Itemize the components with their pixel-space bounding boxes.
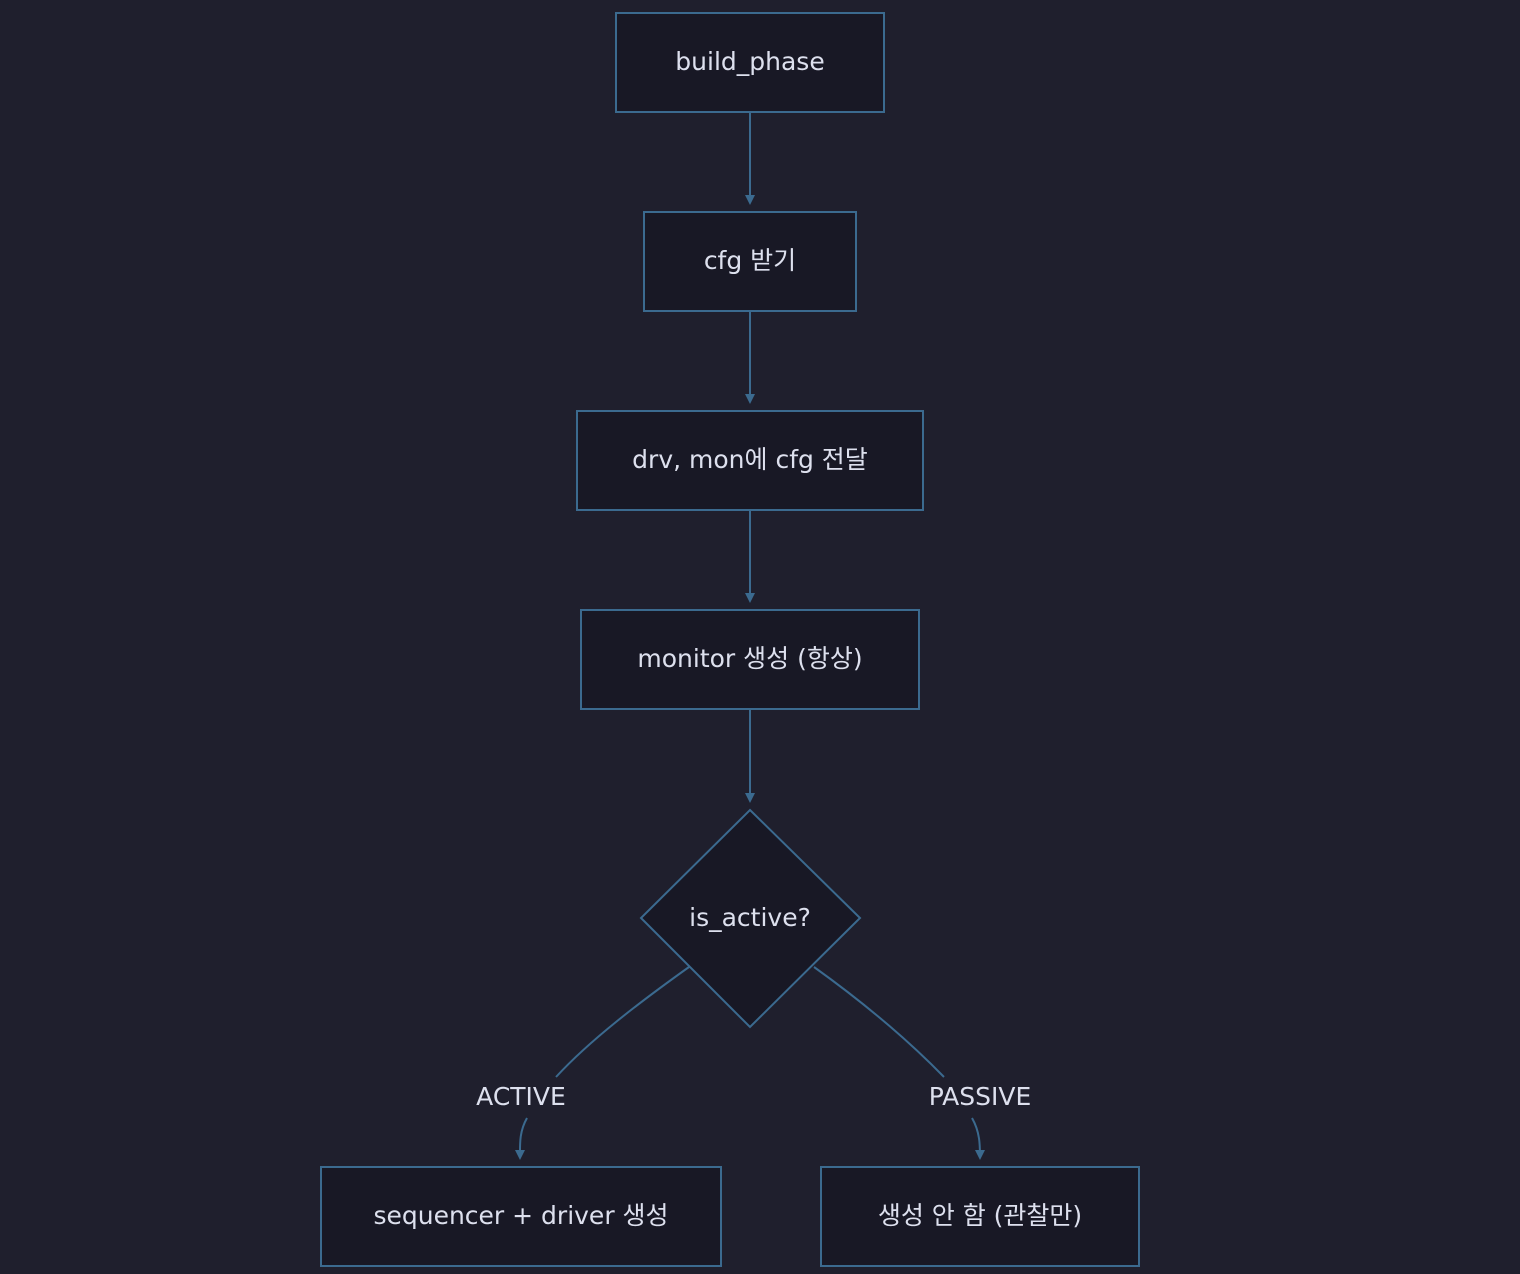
node-cfg-pass: drv, mon에 cfg 전달: [576, 410, 924, 511]
node-is-active-decision: is_active?: [639, 808, 862, 1029]
node-build-phase-label: build_phase: [675, 47, 824, 76]
node-cfg-receive: cfg 받기: [643, 211, 857, 312]
edge-label-active: ACTIVE: [476, 1082, 566, 1111]
node-cfg-pass-label: drv, mon에 cfg 전달: [632, 445, 868, 474]
node-active-create-label: sequencer + driver 생성: [373, 1201, 668, 1230]
node-passive-none-label: 생성 안 함 (관찰만): [878, 1201, 1082, 1230]
node-passive-none: 생성 안 함 (관찰만): [820, 1166, 1140, 1267]
edge-decision-to-active: [555, 966, 690, 1078]
node-monitor-create: monitor 생성 (항상): [580, 609, 920, 710]
node-build-phase: build_phase: [615, 12, 885, 113]
node-monitor-create-label: monitor 생성 (항상): [637, 644, 862, 673]
node-active-create: sequencer + driver 생성: [320, 1166, 722, 1267]
edge-passive-to-none: [971, 1117, 985, 1160]
node-is-active-label: is_active?: [689, 903, 811, 932]
edge-decision-to-passive: [813, 966, 945, 1078]
edge-label-passive: PASSIVE: [929, 1082, 1032, 1111]
edge-active-to-sequencer: [514, 1117, 528, 1160]
node-cfg-receive-label: cfg 받기: [704, 246, 796, 275]
